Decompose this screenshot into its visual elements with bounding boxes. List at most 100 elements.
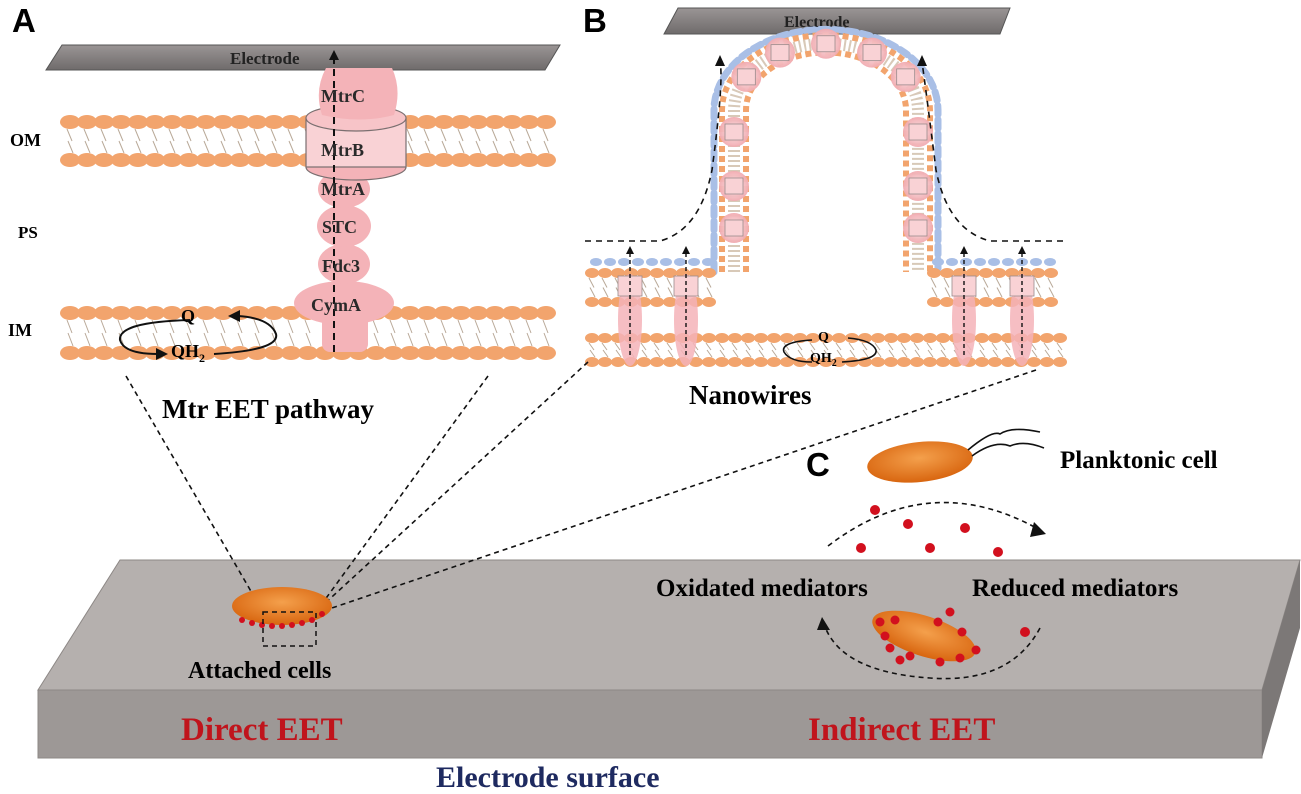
lipid-head bbox=[128, 306, 148, 320]
lipid-tail bbox=[236, 319, 243, 334]
nanowire-outline-dashed bbox=[585, 61, 722, 242]
lipid-tail bbox=[526, 140, 533, 154]
lipid-tail bbox=[848, 342, 855, 351]
mediator-dot bbox=[870, 505, 880, 515]
lipid-tail bbox=[288, 332, 295, 347]
panel-label-a: A bbox=[12, 2, 36, 39]
lipid-tail bbox=[219, 319, 226, 334]
lipid-head bbox=[400, 346, 420, 360]
lipid-tail bbox=[705, 342, 712, 351]
lipid-tail bbox=[474, 319, 481, 334]
lipid-head bbox=[417, 115, 437, 129]
lipid-head bbox=[780, 333, 794, 343]
lipid-tail bbox=[797, 349, 804, 358]
coat-bead bbox=[1044, 258, 1056, 266]
lipid-head bbox=[966, 268, 980, 278]
lipid-head bbox=[663, 333, 677, 343]
mediator-dot bbox=[933, 617, 943, 627]
protein-mtra: MtrA bbox=[321, 179, 365, 199]
lipid-tail bbox=[101, 140, 108, 154]
lipid-tail bbox=[304, 319, 311, 334]
lipid-head bbox=[663, 297, 677, 307]
lipid-tail bbox=[983, 287, 990, 298]
lipid-tail bbox=[407, 140, 414, 154]
nanowire-protein-barrel bbox=[724, 219, 744, 237]
mediator-dot bbox=[903, 519, 913, 529]
lipid-tail bbox=[373, 332, 380, 347]
lipid-tail bbox=[1004, 342, 1011, 351]
lipid-head bbox=[502, 153, 522, 167]
lipid-head bbox=[111, 306, 131, 320]
lipid-head bbox=[1027, 357, 1041, 367]
lipid-head bbox=[536, 153, 556, 167]
lipid-tail bbox=[835, 342, 842, 351]
electrode-plate-b bbox=[663, 7, 1011, 35]
lipid-head bbox=[910, 333, 924, 343]
ps-label: PS bbox=[18, 223, 38, 242]
lipid-head bbox=[417, 153, 437, 167]
nanowire-protein-barrel bbox=[770, 44, 790, 62]
lipid-tail bbox=[441, 332, 448, 347]
lipid-head bbox=[485, 115, 505, 129]
lipid-head bbox=[162, 346, 182, 360]
attached-cell-body bbox=[232, 587, 332, 625]
lipid-head bbox=[230, 153, 250, 167]
lipid-tail bbox=[236, 128, 243, 142]
lipid-tail bbox=[220, 332, 227, 347]
mediator-arc-bottom bbox=[823, 623, 1041, 680]
lipid-head bbox=[767, 333, 781, 343]
mediator-dot bbox=[945, 607, 955, 617]
lipid-head bbox=[111, 153, 131, 167]
lipid-tail bbox=[1057, 349, 1064, 358]
lipid-tail bbox=[185, 128, 192, 142]
lipid-tail bbox=[926, 342, 933, 351]
lipid-head bbox=[819, 357, 833, 367]
mediator-dot bbox=[957, 627, 967, 637]
lipid-head bbox=[936, 333, 950, 343]
indirect-cell-body bbox=[872, 610, 976, 662]
lipid-head bbox=[728, 333, 742, 343]
lipid-tail bbox=[653, 277, 660, 288]
lipid-tail bbox=[719, 349, 726, 358]
lipid-head bbox=[754, 333, 768, 343]
lipid-tail bbox=[991, 342, 998, 351]
lipid-head bbox=[1053, 333, 1067, 343]
lipid-head bbox=[145, 153, 165, 167]
q-cycle-b bbox=[782, 339, 813, 363]
lipid-tail bbox=[784, 349, 791, 358]
lipid-head bbox=[819, 333, 833, 343]
base-protein-barrel bbox=[617, 275, 643, 297]
lipid-head bbox=[536, 306, 556, 320]
lipid-head bbox=[247, 306, 267, 320]
attached-cells-label: Attached cells bbox=[188, 658, 331, 684]
lipid-head bbox=[598, 357, 612, 367]
lipid-tail bbox=[1048, 287, 1055, 298]
lipid-tail bbox=[930, 277, 937, 288]
coat-bead bbox=[660, 258, 672, 266]
lipid-tail bbox=[525, 319, 532, 334]
lipid-head bbox=[884, 333, 898, 343]
lipid-head bbox=[264, 115, 284, 129]
lipid-tail bbox=[874, 342, 881, 351]
lipid-head bbox=[741, 357, 755, 367]
lipid-tail bbox=[186, 332, 193, 347]
lipid-tail bbox=[389, 319, 396, 334]
lipid-head bbox=[988, 333, 1002, 343]
zoom-line-4 bbox=[325, 369, 1037, 611]
lipid-tail bbox=[849, 349, 856, 358]
lipid-head bbox=[975, 357, 989, 367]
lipid-head bbox=[298, 346, 318, 360]
mediator-arc-top bbox=[827, 501, 1041, 547]
lipid-head bbox=[650, 297, 664, 307]
lipid-tail bbox=[588, 342, 595, 351]
lipid-head bbox=[780, 357, 794, 367]
mediator-dot bbox=[925, 543, 935, 553]
mediator-dot bbox=[875, 617, 885, 627]
flagellum-1 bbox=[967, 428, 1041, 451]
lipid-head bbox=[417, 306, 437, 320]
lipid-head bbox=[585, 357, 599, 367]
lipid-tail bbox=[667, 349, 674, 358]
coat-bead bbox=[1002, 258, 1014, 266]
lipid-tail bbox=[913, 342, 920, 351]
mediator-dot bbox=[309, 617, 315, 623]
